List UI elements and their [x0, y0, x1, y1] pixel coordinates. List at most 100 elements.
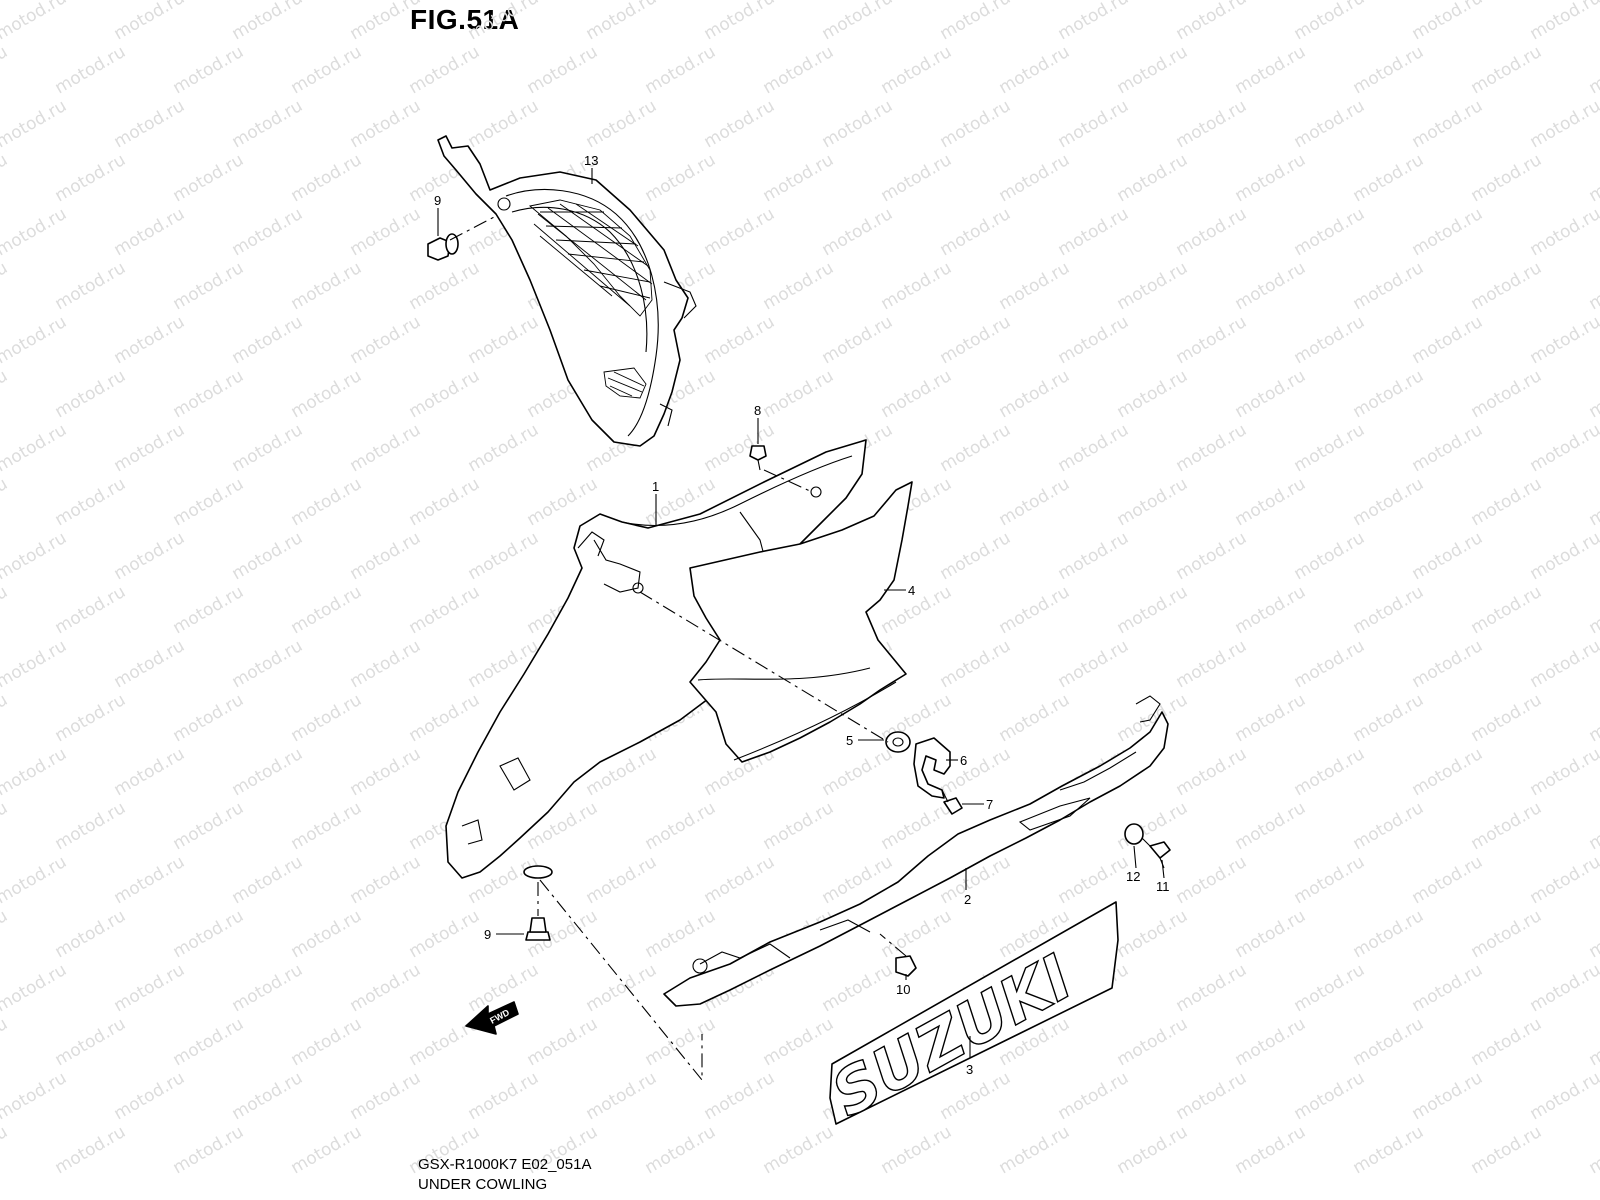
watermark-text: motod.ru	[288, 366, 366, 422]
watermark-text: motod.ru	[347, 0, 425, 44]
watermark-text: motod.ru	[937, 636, 1015, 692]
watermark-text: motod.ru	[1291, 0, 1369, 44]
part-9-clip-lower	[523, 865, 553, 941]
watermark-text: motod.ru	[1232, 1014, 1310, 1070]
watermark-text: motod.ru	[996, 690, 1074, 746]
watermark-text: motod.ru	[1232, 474, 1310, 530]
watermark-text: motod.ru	[465, 1068, 543, 1124]
watermark-text: motod.ru	[1173, 528, 1251, 584]
watermark-text: motod.ru	[1586, 1122, 1600, 1178]
part-4-inner-panel	[689, 481, 913, 763]
watermark-text: motod.ru	[1114, 366, 1192, 422]
watermark-text: motod.ru	[0, 960, 70, 1016]
watermark-text: motod.ru	[170, 690, 248, 746]
watermark-text: motod.ru	[1232, 366, 1310, 422]
watermark-text: motod.ru	[52, 1122, 130, 1178]
watermark-text: motod.ru	[52, 690, 130, 746]
watermark-text: motod.ru	[170, 474, 248, 530]
watermark-text: motod.ru	[1291, 1068, 1369, 1124]
watermark-text: motod.ru	[229, 1068, 307, 1124]
watermark-text: motod.ru	[1468, 42, 1546, 98]
watermark-text: motod.ru	[288, 1122, 366, 1178]
watermark-text: motod.ru	[1232, 690, 1310, 746]
watermark-text: motod.ru	[465, 0, 543, 44]
watermark-text: motod.ru	[1527, 96, 1600, 152]
watermark-text: motod.ru	[1291, 852, 1369, 908]
watermark-text: motod.ru	[406, 258, 484, 314]
watermark-text: motod.ru	[1468, 906, 1546, 962]
watermark-text: motod.ru	[1232, 1122, 1310, 1178]
watermark-text: motod.ru	[1586, 150, 1600, 206]
watermark-text: motod.ru	[406, 474, 484, 530]
watermark-text: motod.ru	[406, 906, 484, 962]
watermark-text: motod.ru	[878, 42, 956, 98]
watermark-text: motod.ru	[170, 798, 248, 854]
part-6-bracket	[913, 737, 951, 799]
part-12-grommet	[1124, 823, 1144, 845]
part-7-bolt	[943, 797, 963, 815]
watermark-text: motod.ru	[1114, 42, 1192, 98]
watermark-text: motod.ru	[0, 1122, 11, 1178]
watermark-text: motod.ru	[1114, 582, 1192, 638]
watermark-text: motod.ru	[1468, 798, 1546, 854]
watermark-text: motod.ru	[288, 1014, 366, 1070]
watermark-text: motod.ru	[819, 960, 897, 1016]
watermark-text: motod.ru	[760, 1122, 838, 1178]
watermark-text: motod.ru	[170, 1122, 248, 1178]
watermark-text: motod.ru	[288, 150, 366, 206]
watermark-text: motod.ru	[465, 420, 543, 476]
watermark-text: motod.ru	[0, 852, 70, 908]
watermark-text: motod.ru	[1468, 1122, 1546, 1178]
watermark-text: motod.ru	[1114, 1014, 1192, 1070]
watermark-text: motod.ru	[170, 906, 248, 962]
watermark-text: motod.ru	[0, 474, 11, 530]
watermark-text: motod.ru	[406, 366, 484, 422]
watermark-text: motod.ru	[1291, 744, 1369, 800]
part-10-grommet	[895, 955, 917, 977]
watermark-text: motod.ru	[0, 690, 11, 746]
watermark-text: motod.ru	[937, 528, 1015, 584]
watermark-text: motod.ru	[111, 96, 189, 152]
watermark-text: motod.ru	[111, 528, 189, 584]
watermark-text: motod.ru	[1586, 798, 1600, 854]
watermark-text: motod.ru	[1468, 474, 1546, 530]
watermark-text: motod.ru	[111, 852, 189, 908]
part-11-screw	[1149, 841, 1171, 869]
watermark-text: motod.ru	[1291, 204, 1369, 260]
watermark-text: motod.ru	[1586, 258, 1600, 314]
watermark-text: motod.ru	[760, 366, 838, 422]
callout-9-lower: 9	[484, 927, 491, 942]
watermark-text: motod.ru	[0, 1014, 11, 1070]
watermark-text: motod.ru	[229, 528, 307, 584]
watermark-text: motod.ru	[1350, 474, 1428, 530]
watermark-text: motod.ru	[1173, 636, 1251, 692]
watermark-text: motod.ru	[1468, 366, 1546, 422]
watermark-text: motod.ru	[996, 582, 1074, 638]
callout-4: 4	[908, 583, 915, 598]
watermark-text: motod.ru	[111, 960, 189, 1016]
watermark-text: motod.ru	[111, 0, 189, 44]
watermark-text: motod.ru	[0, 906, 11, 962]
watermark-text: motod.ru	[111, 204, 189, 260]
watermark-text: motod.ru	[1527, 0, 1600, 44]
part-9-clip-upper	[427, 233, 459, 261]
watermark-text: motod.ru	[1586, 42, 1600, 98]
watermark-text: motod.ru	[996, 366, 1074, 422]
watermark-text: motod.ru	[347, 528, 425, 584]
watermark-text: motod.ru	[583, 96, 661, 152]
watermark-text: motod.ru	[0, 96, 70, 152]
watermark-text: motod.ru	[229, 852, 307, 908]
watermark-text: motod.ru	[229, 420, 307, 476]
watermark-text: motod.ru	[288, 906, 366, 962]
watermark-text: motod.ru	[819, 312, 897, 368]
callout-10: 10	[896, 982, 910, 997]
callout-9-upper: 9	[434, 193, 441, 208]
watermark-text: motod.ru	[229, 312, 307, 368]
callout-2: 2	[964, 892, 971, 907]
watermark-text: motod.ru	[1350, 690, 1428, 746]
watermark-text: motod.ru	[347, 204, 425, 260]
callout-numbers: 13 9 8 1 4 5 6 7 2 12 11 10 9 3	[434, 153, 1170, 1077]
watermark-text: motod.ru	[1055, 528, 1133, 584]
watermark-text: motod.ru	[1468, 258, 1546, 314]
watermark-text: motod.ru	[1350, 366, 1428, 422]
